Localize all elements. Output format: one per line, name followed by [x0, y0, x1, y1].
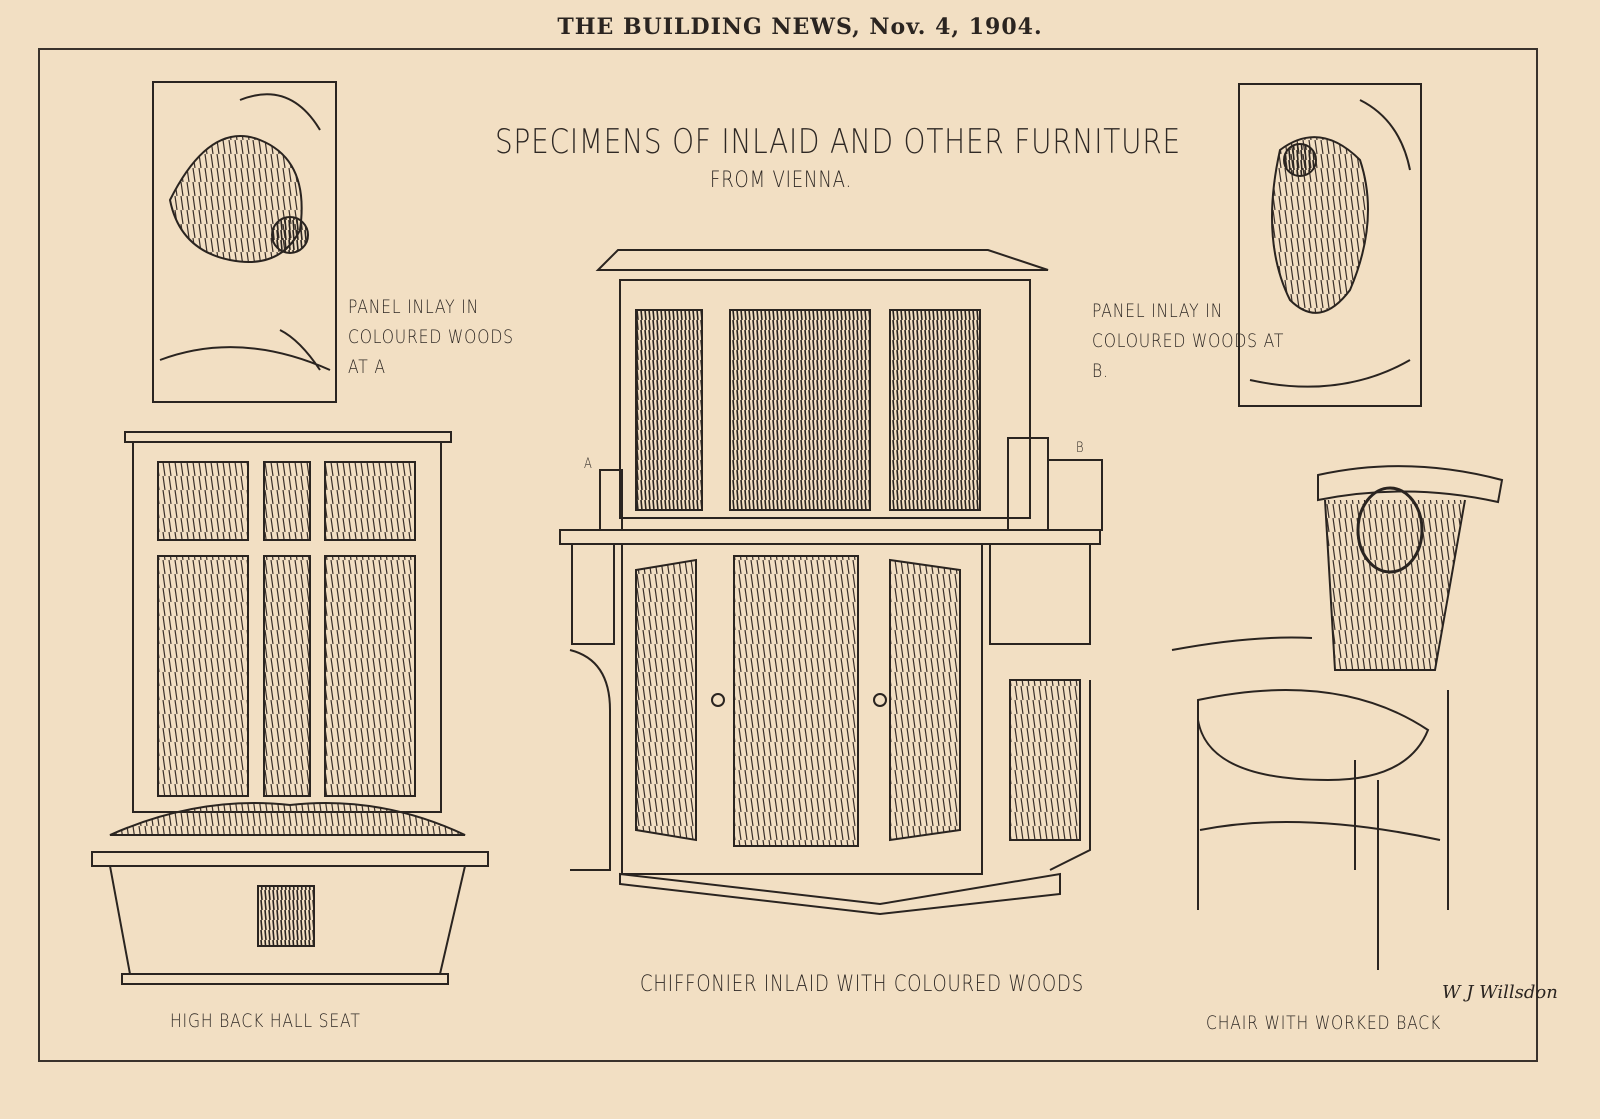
- caption-panel-a: PANEL INLAY IN COLOURED WOODS AT A: [348, 292, 514, 382]
- hall-seat-drawing: [91, 431, 489, 985]
- marker-a: A: [584, 456, 593, 472]
- caption-chiffonier: CHIFFONIER INLAID WITH COLOURED WOODS: [640, 972, 1085, 997]
- caption-line: PANEL INLAY IN: [348, 296, 480, 318]
- caption-hall-seat: HIGH BACK HALL SEAT: [170, 1010, 361, 1032]
- newspaper-header: THE BUILDING NEWS, Nov. 4, 1904.: [557, 14, 1043, 40]
- chiffonier-drawing: [559, 249, 1103, 916]
- chair-drawing: [1171, 465, 1504, 970]
- caption-chair: CHAIR WITH WORKED BACK: [1206, 1012, 1442, 1034]
- artist-signature: W J Willsdon: [1442, 982, 1558, 1003]
- marker-b: B: [1076, 440, 1085, 456]
- caption-line: B.: [1092, 360, 1109, 382]
- caption-panel-b: PANEL INLAY IN COLOURED WOODS AT B.: [1092, 296, 1284, 386]
- caption-line: COLOURED WOODS: [348, 326, 514, 348]
- plate-title: SPECIMENS OF INLAID AND OTHER FURNITURE: [495, 122, 1181, 162]
- plate-subtitle: FROM VIENNA.: [710, 168, 853, 193]
- illustration-frame: [38, 48, 1538, 1062]
- panel-inlay-a-parrot: [152, 81, 337, 403]
- panel-inlay-b-owl: [1238, 83, 1422, 407]
- caption-line: AT A: [348, 356, 386, 378]
- caption-line: COLOURED WOODS AT: [1092, 330, 1285, 352]
- caption-line: PANEL INLAY IN: [1092, 300, 1224, 322]
